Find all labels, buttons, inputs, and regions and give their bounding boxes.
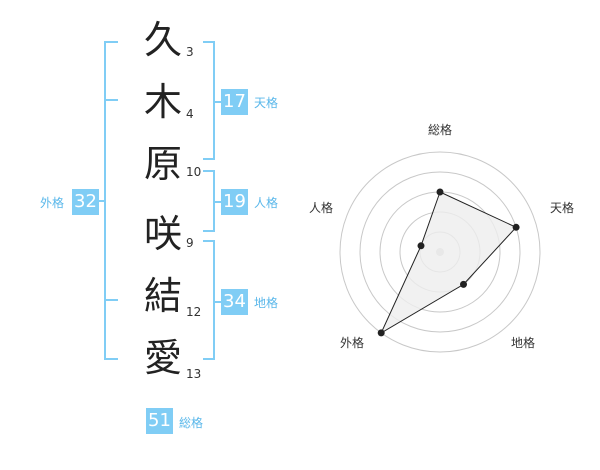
radar-point-4 [377,329,385,337]
jinkaku-bracket-bottom [203,230,215,232]
radar-axis-label-gaikaku: 外格 [340,336,365,350]
gaikaku-connector [98,200,106,202]
radar-data-polygon [380,191,517,335]
tenkaku-bracket-vertical [213,41,215,160]
chikaku-bracket-bottom [203,358,215,360]
tenkaku-bracket-top [203,41,215,43]
gaikaku-bracket-bottom [104,358,118,360]
tenkaku-connector [213,101,221,103]
chikaku-bracket-top [203,240,215,242]
radar-axis-label-soukaku: 総格 [428,123,453,137]
chikaku-value: 34 [221,289,248,315]
soukaku-value: 51 [146,408,173,434]
radar-point-5 [417,242,425,250]
stroke-count-1: 3 [186,45,194,59]
radar-point-3 [460,280,467,288]
radar-axis-label-tenkaku: 天格 [550,201,575,215]
name-char-6: 愛 [143,336,182,380]
chikaku-connector [213,301,221,303]
name-char-3: 原 [143,142,182,186]
stroke-count-4: 9 [186,236,194,250]
name-char-5: 結 [143,274,182,318]
stroke-count-2: 4 [186,107,194,121]
gaikaku-bracket-top [104,41,118,43]
stroke-count-6: 13 [186,367,202,381]
gaikaku-tick-2 [104,299,118,301]
radar-data-points [377,188,520,337]
name-char-1: 久 [143,18,182,62]
radar-grid-ring-5 [339,151,541,353]
radar-grid-ring-4 [359,171,521,333]
soukaku-label: 総格 [179,416,204,430]
gaikaku-label: 外格 [40,196,65,210]
jinkaku-value: 19 [221,189,248,215]
gaikaku-value: 32 [72,189,99,215]
tenkaku-value: 17 [221,89,248,115]
tenkaku-bracket-bottom [203,158,215,160]
name-char-4: 咲 [143,212,182,256]
jinkaku-label: 人格 [254,196,279,210]
radar-axis-label-jinkaku: 人格 [309,201,334,215]
jinkaku-bracket-top [203,170,215,172]
gaikaku-tick-1 [104,99,118,101]
chikaku-label: 地格 [254,296,279,310]
radar-point-1 [436,188,444,196]
jinkaku-connector [213,201,221,203]
radar-axis-label-chikaku: 地格 [511,336,536,350]
name-char-2: 木 [143,80,182,124]
radar-point-2 [512,223,520,231]
stroke-count-3: 10 [186,165,202,179]
tenkaku-label: 天格 [254,96,279,110]
chikaku-bracket-vertical [213,240,215,360]
stroke-count-5: 12 [186,305,202,319]
